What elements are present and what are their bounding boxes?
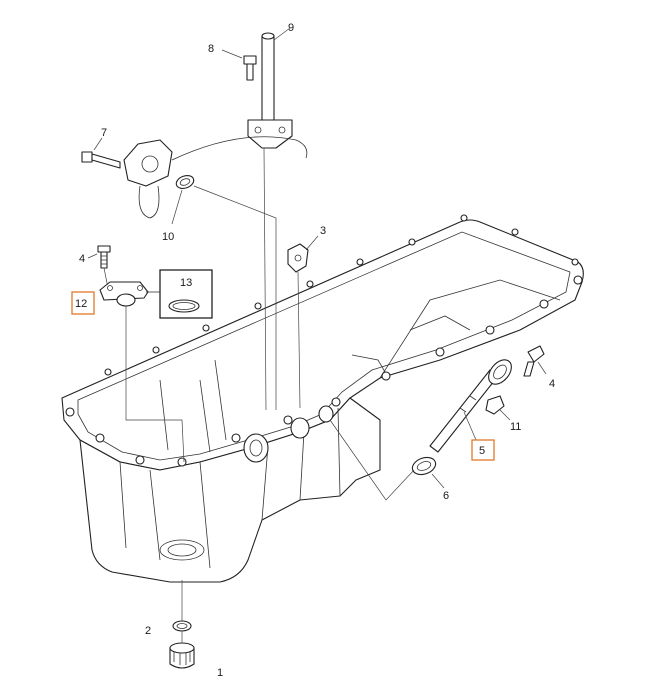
sensor-bolt <box>81 151 121 169</box>
callout-12: 12 <box>75 298 87 310</box>
callout-3: 3 <box>320 225 326 237</box>
callout-7: 7 <box>101 127 107 139</box>
oil-pan <box>61 214 584 583</box>
oil-level-tube <box>247 32 293 149</box>
highlight-box-5 <box>471 439 495 461</box>
dipstick-tube <box>429 359 512 453</box>
bolt-right <box>523 345 545 377</box>
seal-detail-box <box>146 269 213 319</box>
highlight-box-12 <box>71 291 95 315</box>
callout-4-right: 4 <box>549 378 555 390</box>
bolt-left <box>97 245 111 269</box>
dipstick-o-ring <box>411 456 437 476</box>
callout-9: 9 <box>288 22 294 34</box>
oil-level-sensor <box>123 136 308 219</box>
callout-6: 6 <box>443 490 449 502</box>
tube-bolt <box>243 55 257 81</box>
drain-plug <box>169 642 195 669</box>
clip-stud <box>287 243 309 273</box>
callout-8: 8 <box>208 43 214 55</box>
pickup-flange <box>99 281 149 307</box>
callout-11: 11 <box>510 421 521 433</box>
callout-1: 1 <box>217 667 223 679</box>
callout-4-left: 4 <box>79 253 85 265</box>
callout-13: 13 <box>180 277 192 289</box>
callout-5: 5 <box>479 445 485 457</box>
sensor-o-ring <box>175 175 195 189</box>
callout-10: 10 <box>162 231 174 243</box>
callout-2: 2 <box>145 625 151 637</box>
tube-clip <box>485 395 505 415</box>
drain-plug-seal <box>172 620 192 632</box>
